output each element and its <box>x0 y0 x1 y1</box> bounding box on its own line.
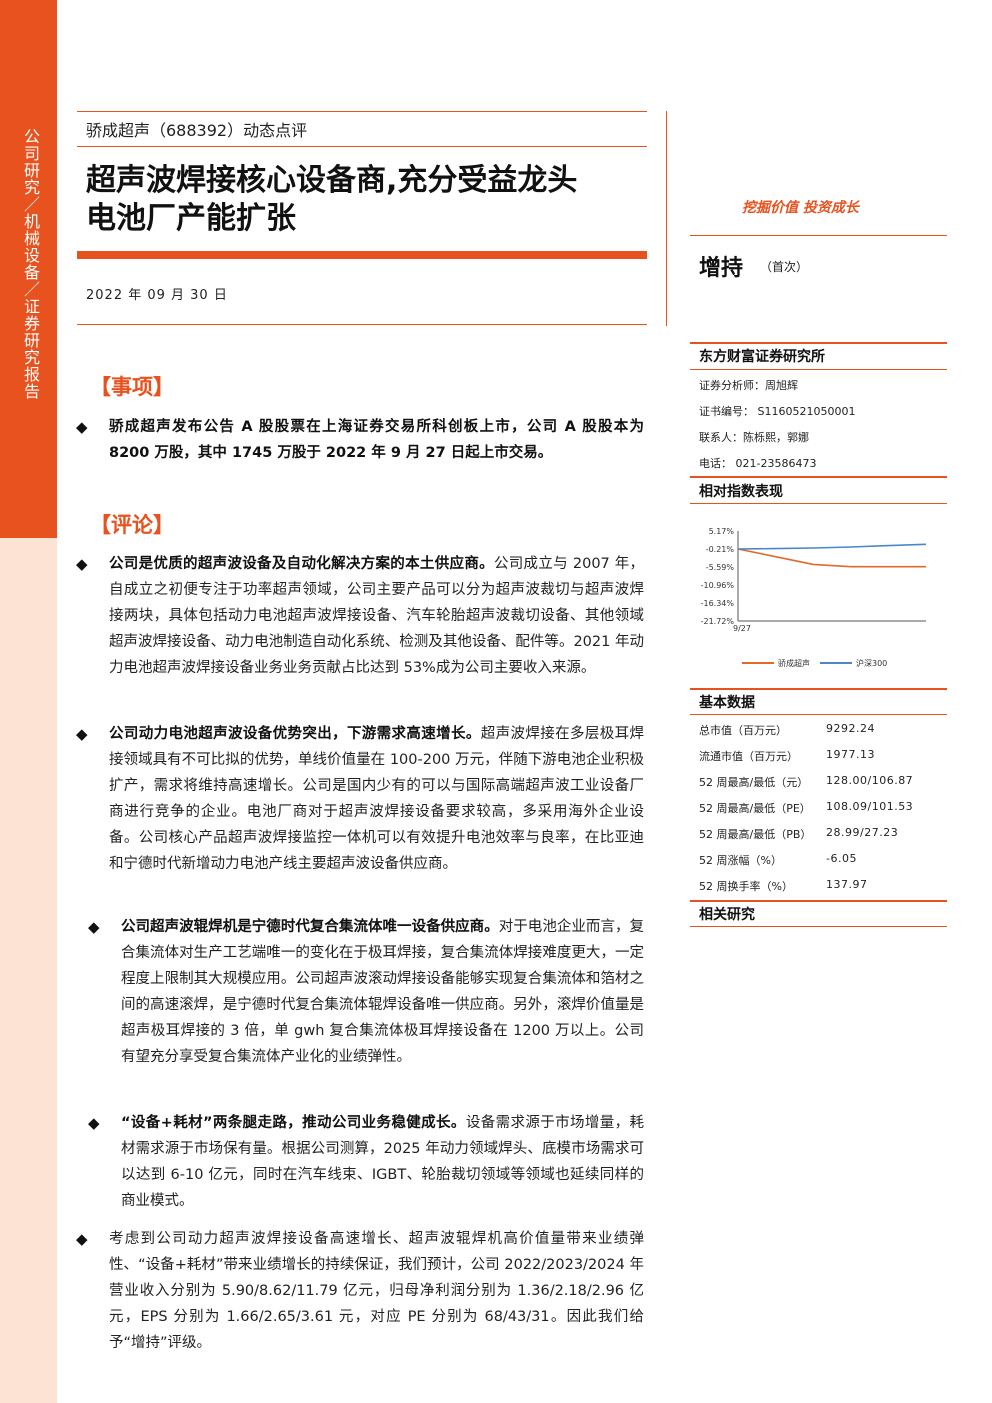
basic-data-divider <box>690 714 947 715</box>
y-tick-label: -5.59% <box>706 563 735 572</box>
basic-label: 52 周最高/最低（PE） <box>699 802 811 815</box>
comment-paragraph-5: 考虑到公司动力超声波焊接设备高速增长、超声波辊焊机高价值量带来业绩弹性、“设备+… <box>109 1231 644 1351</box>
series-line <box>737 548 926 568</box>
y-tick-label: -0.21% <box>706 545 735 554</box>
legend-label: 骄成超声 <box>778 658 810 668</box>
diamond-bullet-icon: ◆ <box>88 1114 100 1132</box>
diamond-bullet-icon: ◆ <box>76 418 88 436</box>
certificate-number: 证书编号： S1160521050001 <box>699 405 856 418</box>
y-tick-label: 5.17% <box>709 527 735 536</box>
comment-paragraph-4: “设备+耗材”两条腿走路，推动公司业务稳健成长。设备需求源于市场增量，耗材需求源… <box>121 1115 645 1209</box>
related-top-line <box>690 900 947 902</box>
comment-heading: 【评论】 <box>90 513 174 537</box>
comment-paragraph-3: 公司超声波辊焊机是宁德时代复合集流体唯一设备供应商。对于电池企业而言，复合集流体… <box>121 919 645 1065</box>
chart-top-line <box>690 476 947 478</box>
basic-value: 128.00/106.87 <box>826 774 914 787</box>
basic-label: 52 周换手率（%） <box>699 880 793 893</box>
date-divider <box>77 324 647 325</box>
comment-paragraph-2: 公司动力电池超声波设备优势突出，下游需求高速增长。超声波焊接在多层极耳焊接领域具… <box>109 726 645 872</box>
relative-index-chart: 5.17% -0.21% -5.59% -10.96% -16.34% -21.72%9/… <box>701 527 927 668</box>
event-paragraph: 骄成超声发布公告 A 股股票在上海证券交易所科创板上市，公司 A 股股本为 82… <box>109 419 644 461</box>
related-research-divider <box>690 926 947 927</box>
basic-label: 总市值（百万元） <box>699 724 787 737</box>
event-heading: 【事项】 <box>90 375 174 399</box>
diamond-bullet-icon: ◆ <box>76 1230 88 1248</box>
basic-value: -6.05 <box>826 852 857 865</box>
title-underline <box>77 251 647 259</box>
right-column-divider <box>666 111 667 326</box>
basic-value: 1977.13 <box>826 748 875 761</box>
diamond-bullet-icon: ◆ <box>76 725 88 743</box>
institute-divider <box>690 369 947 370</box>
title-line-2: 电池厂产能扩张 <box>86 201 296 236</box>
diamond-bullet-icon: ◆ <box>76 555 88 573</box>
chart-heading: 相对指数表现 <box>699 484 783 500</box>
basic-label: 52 周涨幅（%） <box>699 854 782 867</box>
y-tick-label: -10.96% <box>701 581 735 590</box>
analyst: 证券分析师：周旭辉 <box>699 379 798 392</box>
slogan: 挖掘价值 投资成长 <box>742 200 859 216</box>
rating: 增持 <box>699 256 744 281</box>
comment-paragraph-1: 公司是优质的超声波设备及自动化解决方案的本土供应商。公司成立与 2007 年，自… <box>109 556 644 676</box>
x-tick-label: 9/27 <box>733 624 751 633</box>
legend-label: 沪深300 <box>856 658 887 668</box>
contact: 联系人：陈栎熙，郭娜 <box>699 431 809 444</box>
y-tick-label: -21.72% <box>701 617 735 626</box>
diamond-bullet-icon: ◆ <box>88 918 100 936</box>
basic-value: 108.09/101.53 <box>826 800 914 813</box>
subtitle-divider <box>77 146 647 147</box>
institute-name: 东方财富证券研究所 <box>699 349 825 365</box>
y-tick-label: -16.34% <box>701 599 735 608</box>
report-date: 2022 年 09 月 30 日 <box>86 288 228 303</box>
phone: 电话： 021-23586473 <box>699 457 817 470</box>
page-title: 超声波焊接核心设备商,充分受益龙头 电池厂产能扩张 <box>86 162 646 238</box>
sidebar: 公司研究／机械设备／证券研究报告 <box>0 0 57 1403</box>
sidebar-category: 公司研究／机械设备／证券研究报告 <box>21 128 40 400</box>
header-top-line <box>77 111 647 112</box>
basic-label: 流通市值（百万元） <box>699 750 798 763</box>
basic-value: 9292.24 <box>826 722 875 735</box>
basic-value: 137.97 <box>826 878 868 891</box>
related-research-heading: 相关研究 <box>699 907 755 923</box>
slogan-divider <box>690 235 947 236</box>
sidebar-accent <box>0 0 57 538</box>
chart-heading-divider <box>690 503 947 504</box>
report-subtitle: 骄成超声（688392）动态点评 <box>86 121 308 140</box>
institute-top-line <box>690 342 947 344</box>
rating-note: （首次） <box>760 260 809 274</box>
basic-label: 52 周最高/最低（PB） <box>699 828 812 841</box>
basic-label: 52 周最高/最低（元） <box>699 776 809 789</box>
title-line-1: 超声波焊接核心设备商,充分受益龙头 <box>86 163 578 198</box>
basic-data-heading: 基本数据 <box>699 695 755 711</box>
basic-value: 28.99/27.23 <box>826 826 899 839</box>
basic-top-line <box>690 688 947 690</box>
series-line <box>737 543 927 550</box>
